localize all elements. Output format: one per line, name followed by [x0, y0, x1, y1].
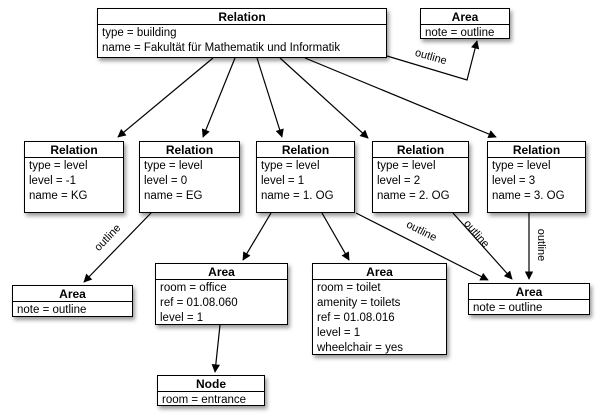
edge-building-to-1og — [256, 57, 284, 138]
diagram-node-area-outline-right: Area note = outline — [468, 283, 590, 315]
node-attributes: type = level level = 0 name = EG — [140, 158, 239, 206]
node-attribute-row: type = level — [377, 160, 436, 172]
node-attribute-row: type = level — [492, 160, 551, 172]
node-attribute-row: level = 2 — [377, 175, 421, 187]
node-title: Relation — [257, 142, 354, 158]
diagram-node-area-outline-top: Area note = outline — [420, 8, 510, 39]
node-attribute-row: level = 0 — [144, 175, 188, 187]
node-attribute-row: room = office — [160, 282, 227, 294]
node-attribute-row: wheelchair = yes — [317, 342, 403, 354]
diagram-node-relation-2og: Relation type = level level = 2 name = 2. O… — [372, 141, 469, 213]
edge-label-eg-to-area-left: outline — [92, 222, 123, 254]
node-attribute-row: level = 1 — [317, 327, 361, 339]
node-attribute-row: amenity = toilets — [317, 297, 401, 309]
node-attribute-row: room = toilet — [317, 282, 381, 294]
node-attributes: type = building name = Fakultät für Mathe… — [98, 25, 386, 58]
edge-eg-to-area-left — [83, 212, 152, 283]
node-attribute-row: name = 1. OG — [261, 190, 334, 202]
diagram-node-area-toilet: Area room = toilet amenity = toilets ref = … — [312, 263, 447, 355]
edge-1og-to-area-office — [242, 212, 272, 261]
diagram-node-relation-building: Relation type = building name = Fakultät f… — [97, 8, 387, 58]
node-attribute-row: type = level — [261, 160, 320, 172]
node-attribute-row: name = Fakultät für Mathematik und Infor… — [102, 42, 341, 54]
node-title: Node — [158, 376, 264, 392]
node-attribute-row: name = 2. OG — [377, 190, 450, 202]
node-attributes: note = outline — [13, 302, 132, 320]
diagram-node-relation-1og: Relation type = level level = 1 name = 1. O… — [256, 141, 355, 213]
node-attribute-row: note = outline — [17, 304, 87, 316]
node-attribute-row: type = level — [144, 160, 203, 172]
node-attribute-row: name = 3. OG — [492, 190, 565, 202]
node-title: Relation — [488, 142, 585, 158]
node-title: Area — [13, 286, 132, 302]
node-title: Area — [156, 264, 287, 280]
node-attributes: type = level level = -1 name = KG — [25, 158, 123, 206]
node-title: Relation — [373, 142, 468, 158]
edge-office-to-entrance — [211, 324, 221, 373]
diagram-node-area-outline-left: Area note = outline — [12, 285, 133, 317]
node-attributes: type = level level = 3 name = 3. OG — [488, 158, 585, 206]
edge-building-to-3og — [304, 57, 497, 138]
node-attribute-row: room = entrance — [162, 394, 247, 406]
node-attribute-row: type = building — [102, 27, 177, 39]
edge-building-to-kg — [117, 57, 214, 138]
node-attribute-row: ref = 01.08.016 — [317, 312, 395, 324]
edge-building-to-eg — [201, 57, 236, 138]
edge-2og-to-area-right — [452, 212, 513, 280]
node-title: Relation — [25, 142, 123, 158]
node-attributes: room = entrance — [158, 392, 264, 410]
edge-building-to-area-top — [386, 40, 480, 81]
edge-label-3og-to-area-right: outline — [535, 229, 547, 261]
node-attribute-row: name = KG — [29, 190, 88, 202]
node-attribute-row: type = level — [29, 160, 88, 172]
node-title: Area — [421, 9, 509, 25]
node-attribute-row: ref = 01.08.060 — [160, 297, 238, 309]
edge-1og-to-area-toilet — [321, 212, 350, 261]
edge-building-to-2og — [279, 57, 369, 139]
node-attribute-row: note = outline — [473, 302, 543, 314]
node-attributes: type = level level = 2 name = 2. OG — [373, 158, 468, 206]
node-attribute-row: note = outline — [425, 27, 495, 39]
diagram-node-area-office: Area room = office ref = 01.08.060 level = … — [155, 263, 288, 325]
diagram-node-relation-kg: Relation type = level level = -1 name = KG — [24, 141, 124, 213]
node-attribute-row: name = EG — [144, 190, 203, 202]
edge-label-2og-to-area-right: outline — [461, 218, 491, 250]
node-attributes: room = office ref = 01.08.060 level = 1 — [156, 280, 287, 328]
node-attributes: note = outline — [421, 25, 509, 43]
diagram-node-relation-eg: Relation type = level level = 0 name = EG — [139, 141, 240, 213]
edge-1og-to-area-right — [355, 212, 489, 281]
node-title: Relation — [98, 9, 386, 25]
node-attribute-row: level = 1 — [261, 175, 305, 187]
node-title: Area — [313, 264, 446, 280]
node-attribute-row: level = -1 — [29, 175, 76, 187]
diagram-node-node-entrance: Node room = entrance — [157, 375, 265, 406]
edge-label-building-to-area-top: outline — [414, 47, 448, 67]
node-attributes: note = outline — [469, 300, 589, 318]
node-title: Area — [469, 284, 589, 300]
node-attribute-row: level = 3 — [492, 175, 536, 187]
node-attributes: room = toilet amenity = toilets ref = 01.0… — [313, 280, 446, 358]
node-attributes: type = level level = 1 name = 1. OG — [257, 158, 354, 206]
node-title: Relation — [140, 142, 239, 158]
diagram-node-relation-3og: Relation type = level level = 3 name = 3. O… — [487, 141, 586, 213]
node-attribute-row: level = 1 — [160, 312, 204, 324]
